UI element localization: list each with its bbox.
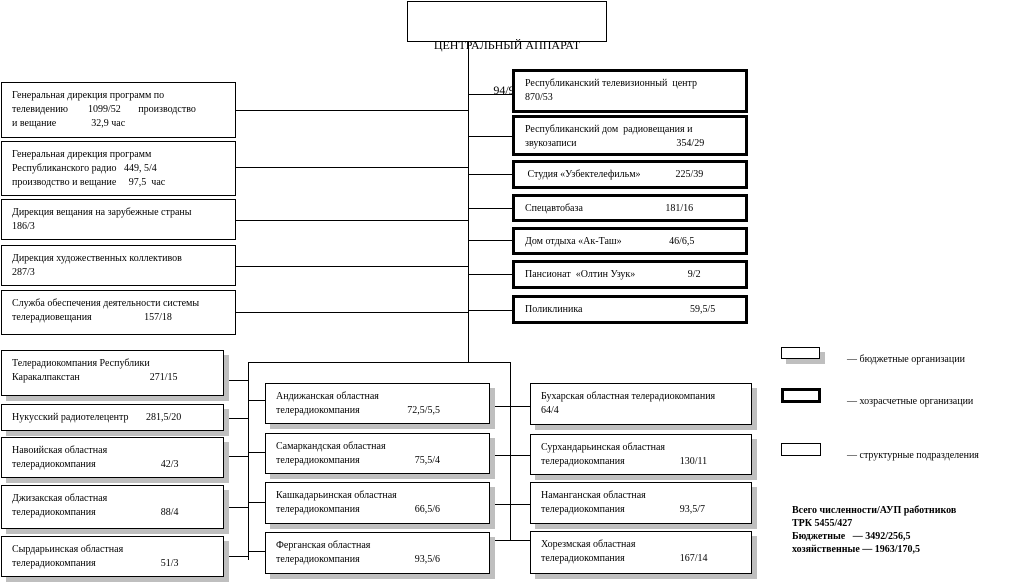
col1-conn-4: [224, 507, 248, 508]
branch-right-6: [468, 274, 512, 275]
summary-totals: Всего численности/АУП работников ТРК 545…: [792, 505, 957, 555]
branch-right-5: [468, 240, 512, 241]
regional-navoi: Навоийская областная телерадиокомпания 4…: [1, 437, 224, 478]
col1-conn-3: [224, 456, 248, 457]
right-org-spetsavtobaza: Спецавтобаза 181/16: [512, 194, 748, 222]
branch-right-4: [468, 208, 512, 209]
col1-conn-2: [224, 418, 248, 419]
legend-label-budget: — бюджетные организации: [847, 354, 965, 365]
col3-vertical: [510, 362, 511, 540]
legend-swatch-selffinanced: [781, 388, 821, 403]
left-unit-foreign-broadcast: Дирекция вещания на зарубежные страны 18…: [1, 199, 236, 240]
central-apparatus-box: ЦЕНТРАЛЬНЫЙ АППАРАТ 94/94: [407, 1, 607, 97]
col1-conn-5: [224, 556, 248, 557]
legend-label-selffinanced: — хозрасчетные организации: [847, 396, 974, 407]
regional-andijan: Андижанская областная телерадиокомпания …: [265, 383, 490, 424]
legend-swatch-budget: [781, 347, 820, 359]
branch-right-2: [468, 136, 512, 137]
branch-right-7: [468, 310, 512, 311]
branch-left-3: [236, 220, 468, 221]
regional-surkhandarya: Сурхандарьинская областная телерадиокомп…: [530, 434, 752, 475]
right-org-uzbektelefilm: Студия «Узбектелефильм» 225/39: [512, 160, 748, 189]
left-unit-support-service: Служба обеспечения деятельности системы …: [1, 290, 236, 335]
branch-right-3: [468, 174, 512, 175]
regional-nukus: Нукусский радиотелецентр 281,5/20: [1, 404, 224, 431]
left-unit-radio-programs: Генеральная дирекция программ Республика…: [1, 141, 236, 196]
trunk-line: [468, 42, 469, 362]
branch-left-5: [236, 312, 468, 313]
col2-conn-1: [248, 400, 265, 401]
col2-conn-4: [248, 551, 265, 552]
col3-conn-3: [490, 504, 530, 505]
col3-conn-4: [490, 540, 530, 541]
right-org-polyclinic: Поликлиника 59,5/5: [512, 295, 748, 324]
regional-syrdarya: Сырдарьинская областная телерадиокомпани…: [1, 536, 224, 577]
central-title: ЦЕНТРАЛЬНЫЙ АППАРАТ: [433, 38, 581, 52]
col1-vertical: [248, 362, 249, 560]
right-org-tv-center: Республиканский телевизионный центр 870/…: [512, 69, 748, 113]
left-unit-art-collectives: Дирекция художественных коллективов 287/…: [1, 245, 236, 286]
col3-conn-2: [490, 455, 530, 456]
right-org-oltin-uzuk: Пансионат «Олтин Узук» 9/2: [512, 260, 748, 289]
regional-khorezm: Хорезмская областная телерадиокомпания 1…: [530, 531, 752, 574]
col1-conn-1: [224, 380, 248, 381]
regional-kashkadarya: Кашкадарьинская областная телерадиокомпа…: [265, 482, 490, 524]
branch-left-1: [236, 110, 468, 111]
regional-jizzakh: Джизакская областная телерадиокомпания 8…: [1, 485, 224, 529]
left-unit-tv-programs: Генеральная дирекция программ по телевид…: [1, 82, 236, 138]
right-org-radio-house: Республиканский дом радиовещания и звуко…: [512, 115, 748, 156]
regional-fergana: Ферганская областная телерадиокомпания 9…: [265, 532, 490, 574]
regional-karakalpakstan: Телерадиокомпания Республики Каракалпакс…: [1, 350, 224, 396]
branch-right-1: [468, 94, 512, 95]
regional-namangan: Наманганская областная телерадиокомпания…: [530, 482, 752, 524]
right-org-ak-tash: Дом отдыха «Ак-Таш» 46/6,5: [512, 227, 748, 255]
legend-label-structural: — структурные подразделения: [847, 450, 979, 461]
legend-swatch-structural: [781, 443, 821, 456]
col2-conn-2: [248, 452, 265, 453]
branch-left-2: [236, 167, 468, 168]
regional-bukhara: Бухарская областная телерадиокомпания 64…: [530, 383, 752, 425]
branch-left-4: [236, 266, 468, 267]
regional-horizontal: [248, 362, 510, 363]
regional-samarkand: Самаркандская областная телерадиокомпани…: [265, 433, 490, 474]
col2-conn-3: [248, 502, 265, 503]
col3-conn-1: [490, 406, 530, 407]
